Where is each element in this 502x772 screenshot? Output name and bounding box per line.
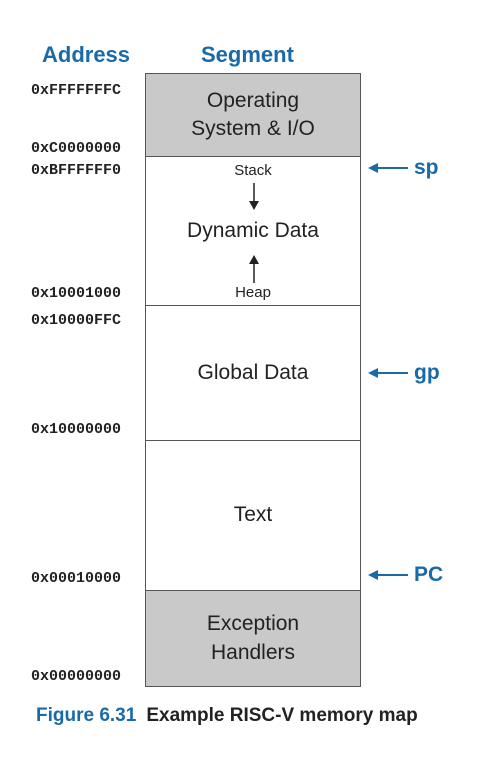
dynamic-data-label: Dynamic Data: [187, 218, 319, 242]
segment-column-header: Segment: [201, 42, 294, 67]
figure-title: Example RISC-V memory map: [146, 705, 418, 726]
global-data-segment: Global Data: [145, 305, 361, 441]
stack-down-arrow-icon: [249, 183, 259, 210]
text-segment: Text: [145, 440, 361, 591]
os-label-line1: Operating: [206, 88, 300, 112]
figure-number: Figure 6.31: [36, 705, 137, 726]
os-label-line2: System & I/O: [191, 117, 315, 140]
heap-label: Heap: [235, 284, 271, 301]
address-dynamic-bottom: 0x10001000: [31, 285, 122, 302]
os-io-segment: Operating System & I/O: [145, 73, 361, 157]
sp-arrow-icon: [368, 163, 408, 173]
exception-label-line1: Exception: [206, 612, 300, 636]
gp-pointer: gp: [368, 361, 440, 385]
exception-handlers-segment: Exception Handlers: [145, 590, 361, 687]
pc-arrow-icon: [368, 570, 408, 580]
stack-label: Stack: [234, 162, 272, 179]
address-column-header: Address: [42, 42, 131, 67]
sp-pointer: sp: [368, 156, 439, 180]
address-global-top: 0x10000FFC: [31, 312, 122, 329]
address-text-bottom: 0x00010000: [31, 570, 122, 587]
heap-up-arrow-icon: [249, 255, 259, 283]
sp-label: sp: [414, 156, 439, 179]
text-label: Text: [233, 503, 273, 527]
dynamic-data-segment: Stack Dynamic Data Heap: [145, 156, 361, 306]
pc-label: PC: [414, 563, 444, 586]
gp-label: gp: [414, 361, 440, 384]
address-os-top: 0xFFFFFFFC: [31, 82, 122, 99]
address-global-bottom: 0x10000000: [31, 421, 122, 438]
figure-caption: Figure 6.31 Example RISC-V memory map: [36, 705, 418, 727]
address-exception-bottom: 0x00000000: [31, 668, 122, 685]
address-os-bottom: 0xC0000000: [31, 140, 122, 157]
global-data-label: Global Data: [197, 360, 309, 384]
exception-label-line2: Handlers: [210, 640, 296, 664]
address-dynamic-top: 0xBFFFFFF0: [31, 162, 122, 179]
gp-arrow-icon: [368, 368, 408, 378]
pc-pointer: PC: [368, 563, 443, 587]
